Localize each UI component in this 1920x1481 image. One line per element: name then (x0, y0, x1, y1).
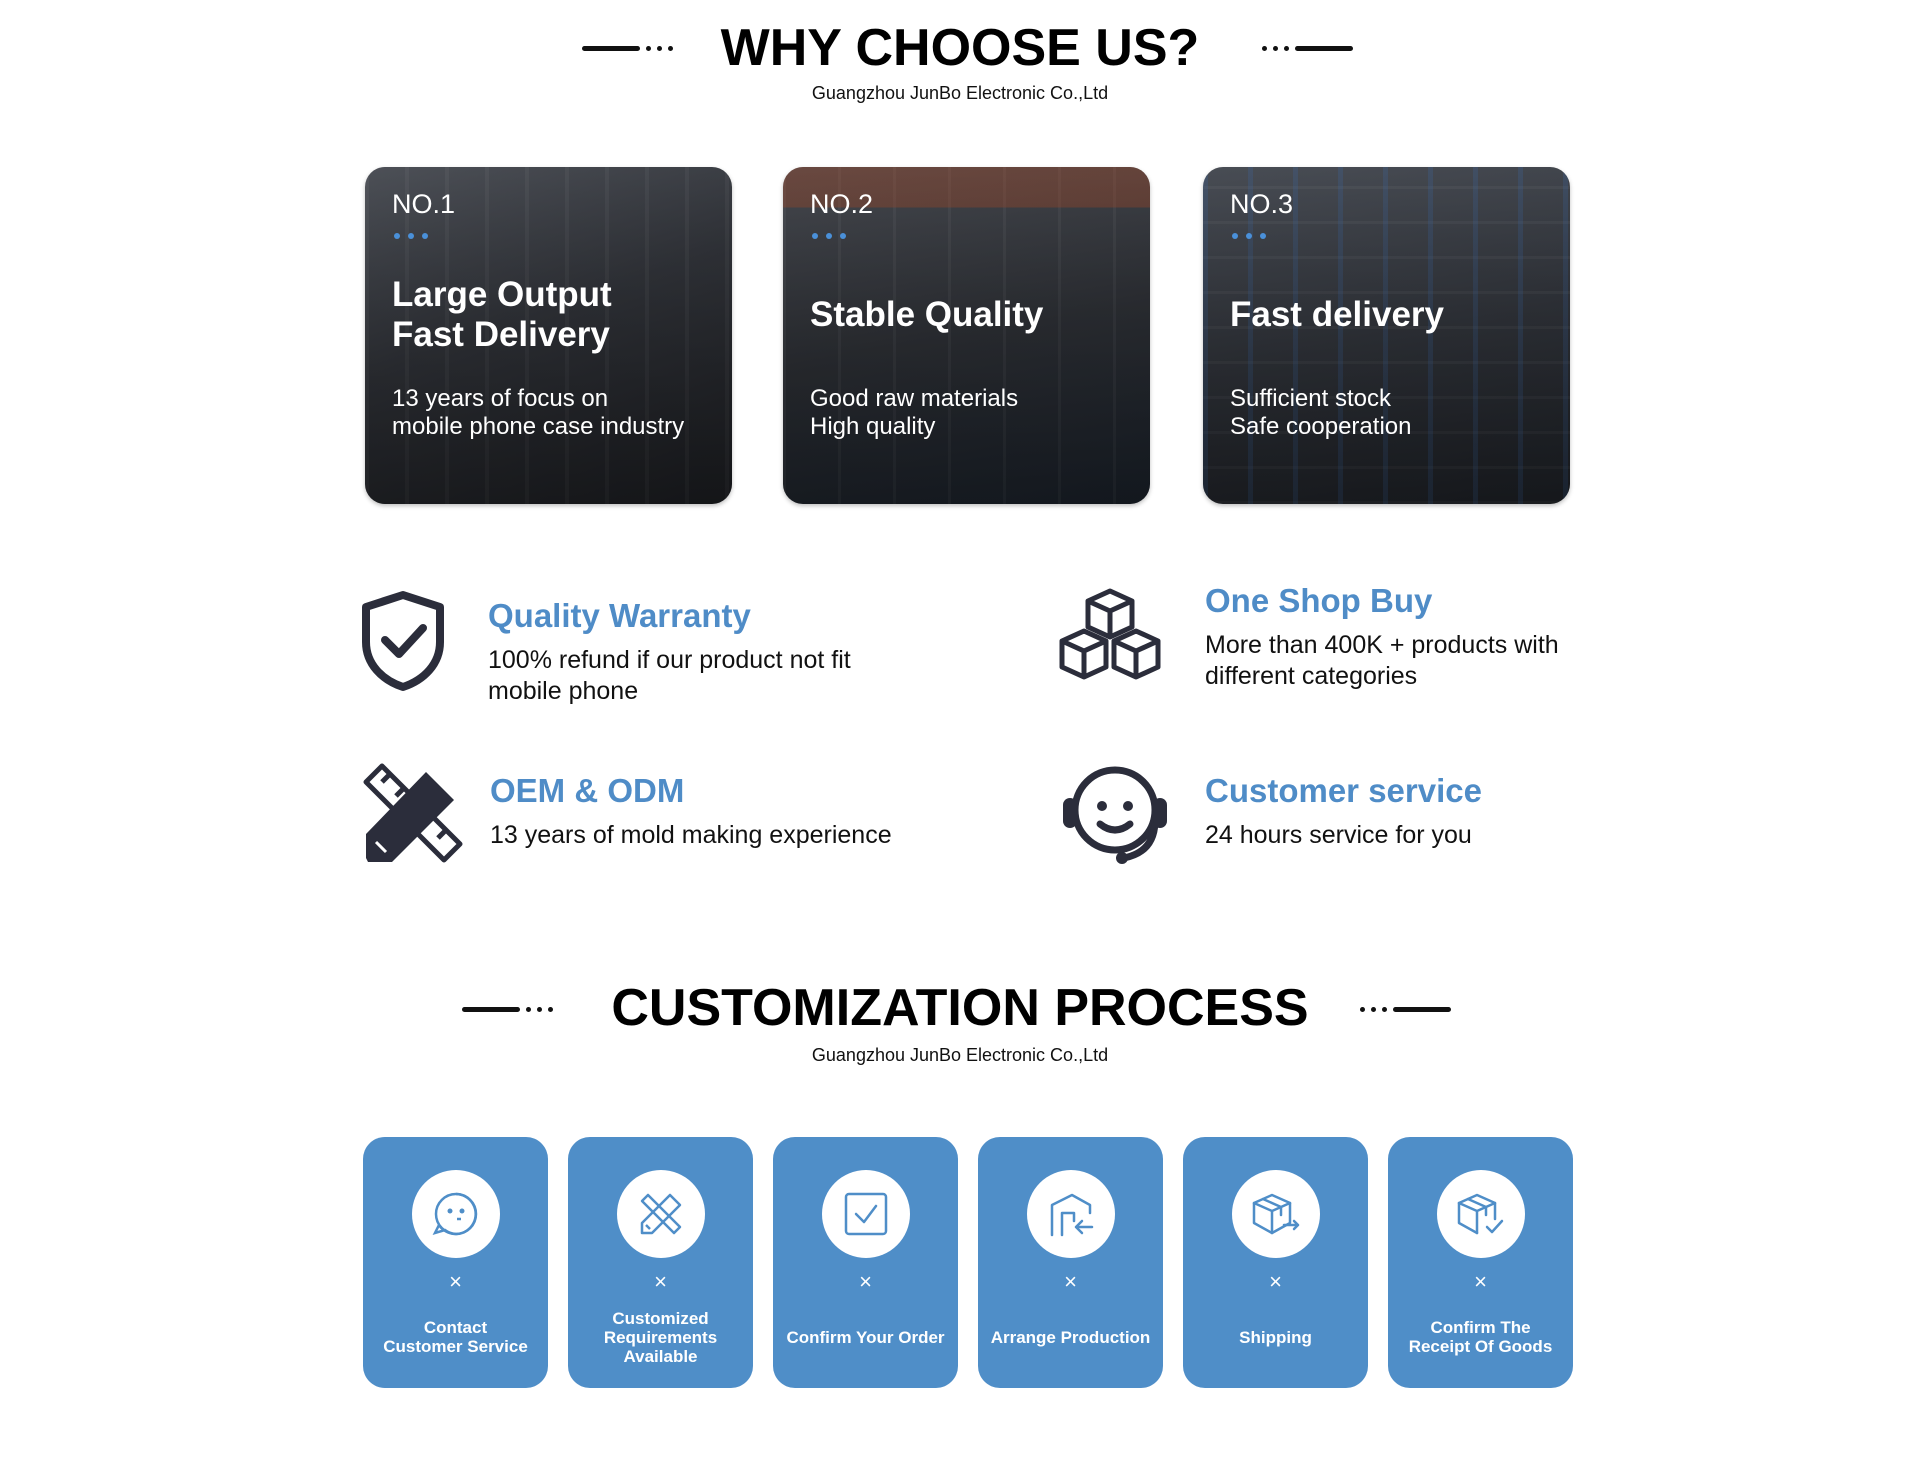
card-dots (1232, 233, 1266, 239)
feature-title-oneshop: One Shop Buy (1205, 582, 1433, 619)
why-choose-title: WHY CHOOSE US? (720, 19, 1200, 77)
step-label: Confirm Your Order (786, 1327, 945, 1347)
headset-icon (1060, 762, 1170, 871)
step-separator: × (449, 1269, 462, 1294)
step-separator: × (1064, 1269, 1077, 1294)
card-number: NO.3 (1230, 189, 1294, 219)
step-label: Shipping (1239, 1327, 1312, 1347)
card-dots (394, 233, 428, 239)
design-tools-icon (617, 1170, 705, 1258)
step-separator: × (654, 1269, 667, 1294)
pencil-ruler-icon (362, 762, 464, 869)
process-step-confirm-order: × Confirm Your Order (773, 1137, 958, 1388)
title-decoration-left (582, 45, 673, 51)
process-title: CUSTOMIZATION PROCESS (611, 979, 1309, 1037)
card-number: NO.2 (810, 189, 874, 219)
step-separator: × (859, 1269, 872, 1294)
feature-title-quality: Quality Warranty (488, 597, 751, 634)
chat-face-icon (412, 1170, 500, 1258)
process-subtitle: Guangzhou JunBo Electronic Co.,Ltd (811, 1045, 1109, 1065)
card-headline: Fast delivery (1230, 295, 1444, 334)
step-separator: × (1269, 1269, 1282, 1294)
feature-desc-service: 24 hours service for you (1205, 821, 1472, 849)
boxes-icon (1058, 587, 1162, 696)
checkbox-icon (822, 1170, 910, 1258)
box-check-icon (1437, 1170, 1525, 1258)
feature-title-oem: OEM & ODM (490, 772, 685, 809)
shield-check-icon (360, 590, 446, 697)
card-dots (812, 233, 846, 239)
title-decoration-left (462, 1006, 553, 1012)
feature-title-service: Customer service (1205, 772, 1482, 809)
step-label: Arrange Production (990, 1327, 1151, 1347)
process-step-shipping: × Shipping (1183, 1137, 1368, 1388)
step-separator: × (1474, 1269, 1487, 1294)
title-decoration-right (1360, 1006, 1451, 1012)
factory-icon (1027, 1170, 1115, 1258)
why-choose-subtitle: Guangzhou JunBo Electronic Co.,Ltd (811, 83, 1109, 103)
box-arrow-icon (1232, 1170, 1320, 1258)
title-decoration-right (1262, 45, 1353, 51)
process-step-production: × Arrange Production (978, 1137, 1163, 1388)
card-number: NO.1 (392, 189, 456, 219)
card-headline: Stable Quality (810, 295, 1044, 334)
feature-desc-oem: 13 years of mold making experience (490, 821, 892, 849)
